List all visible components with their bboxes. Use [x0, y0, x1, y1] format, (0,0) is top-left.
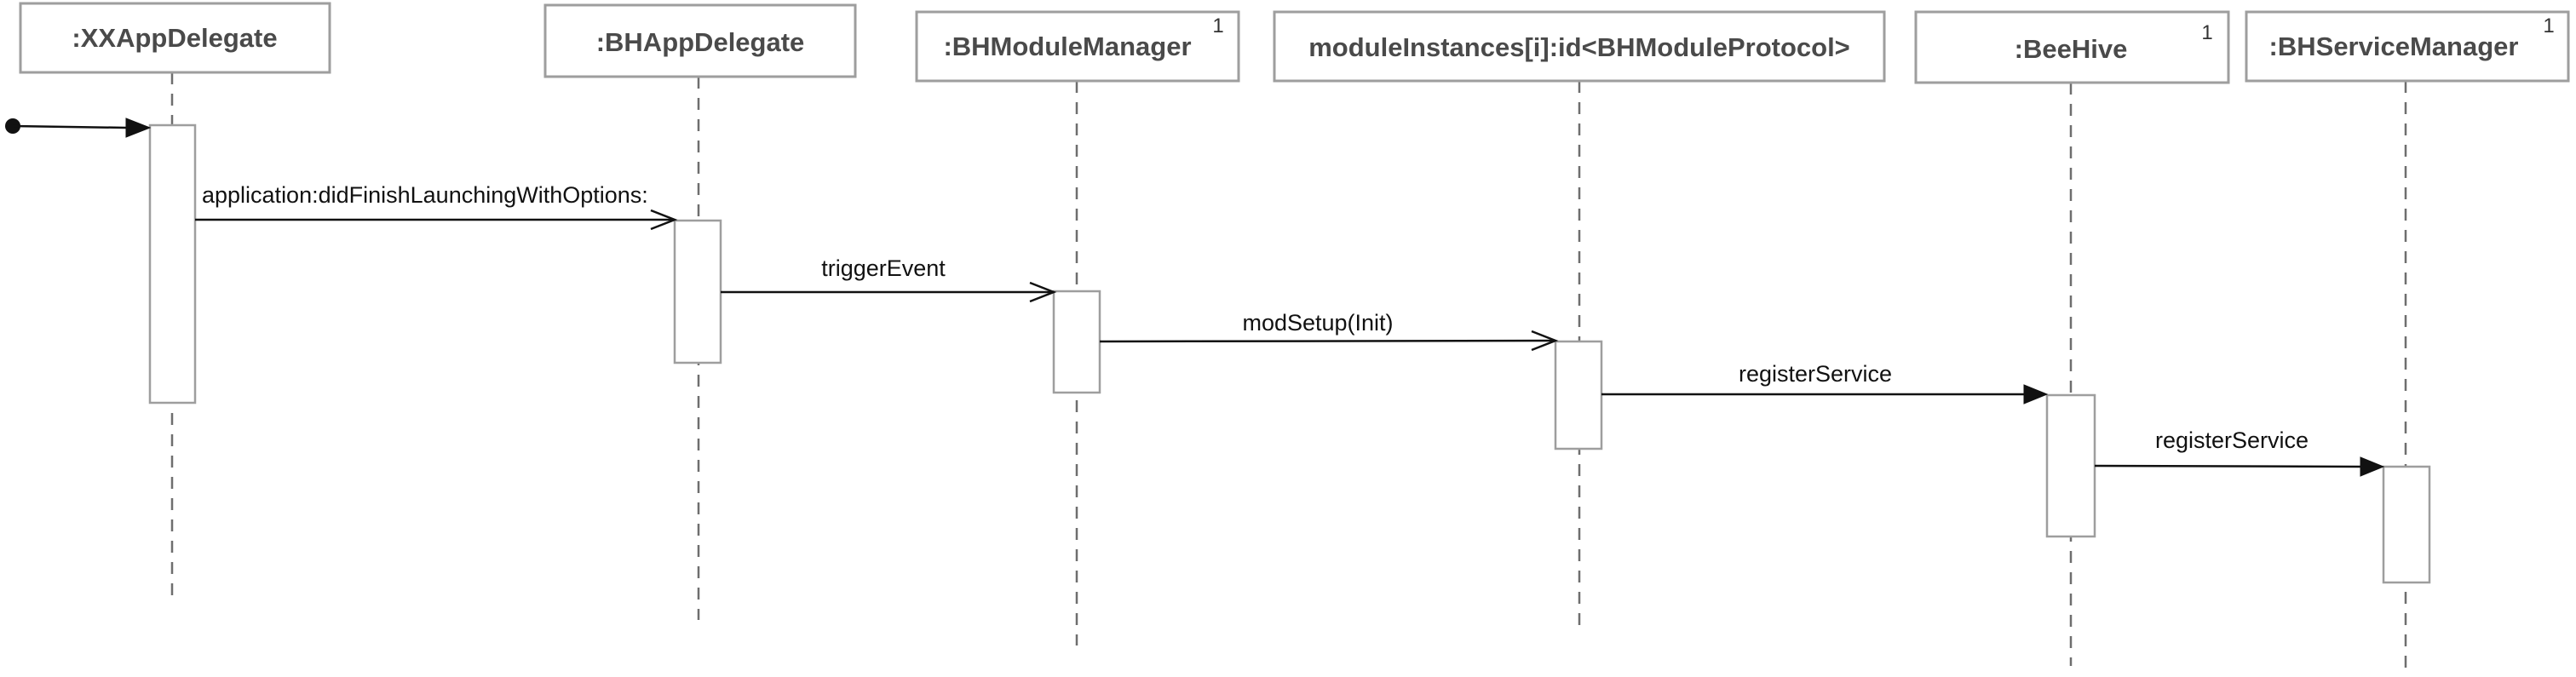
- participant-label: :BeeHive: [2015, 34, 2128, 64]
- activation-xxapp: [148, 123, 197, 404]
- arrowhead-open: [1029, 281, 1057, 303]
- participant-modinst: moduleInstances[i]:id<BHModuleProtocol>: [1273, 10, 1886, 83]
- lifelines: [170, 72, 2407, 677]
- message-label: triggerEvent: [821, 255, 946, 281]
- multiplicity-label: 1: [1212, 14, 1223, 37]
- message-line: [12, 124, 127, 129]
- arrowhead-filled: [125, 118, 152, 138]
- participant-label: :BHModuleManager: [943, 32, 1191, 61]
- message-label: registerService: [1739, 361, 1892, 387]
- arrowhead-open: [650, 209, 678, 231]
- multiplicity-label: 1: [2543, 14, 2554, 37]
- participant-beehive: :BeeHive 1: [1914, 10, 2230, 84]
- activation-modinst: [1554, 340, 1603, 450]
- activation-modmgr: [1052, 290, 1101, 394]
- participant-label: :BHAppDelegate: [596, 27, 805, 57]
- activations: [148, 123, 2431, 584]
- message-registerservice-beehive: registerService: [1601, 361, 2049, 404]
- message-triggerevent: triggerEvent: [721, 255, 1057, 303]
- message-line: [2094, 464, 2361, 468]
- message-label: registerService: [2155, 427, 2309, 453]
- message-modsetup: modSetup(Init): [1099, 310, 1559, 352]
- message-didfinishlaunching: application:didFinishLaunchingWithOption…: [195, 182, 678, 231]
- participant-label: moduleInstances[i]:id<BHModuleProtocol>: [1308, 32, 1850, 62]
- participant-svcmgr: :BHServiceManager 1: [2245, 10, 2570, 83]
- participant-label: :BHServiceManager: [2269, 32, 2519, 61]
- arrowhead-open: [1531, 330, 1559, 352]
- message-found: [5, 118, 152, 138]
- message-registerservice-svcmgr: registerService: [2094, 427, 2385, 477]
- participant-bhapp: :BHAppDelegate: [543, 3, 857, 78]
- arrowhead-filled: [2023, 384, 2049, 404]
- activation-bhapp: [673, 219, 722, 364]
- participant-label: :XXAppDelegate: [72, 23, 277, 53]
- activation-svcmgr: [2382, 465, 2431, 584]
- participant-modmgr: :BHModuleManager 1: [915, 10, 1240, 83]
- participant-xxapp: :XXAppDelegate: [19, 2, 331, 74]
- multiplicity-label: 1: [2201, 21, 2212, 44]
- message-label: modSetup(Init): [1242, 310, 1393, 336]
- arrowhead-filled: [2360, 456, 2385, 477]
- message-label: application:didFinishLaunchingWithOption…: [202, 182, 648, 208]
- activation-beehive: [2045, 393, 2096, 538]
